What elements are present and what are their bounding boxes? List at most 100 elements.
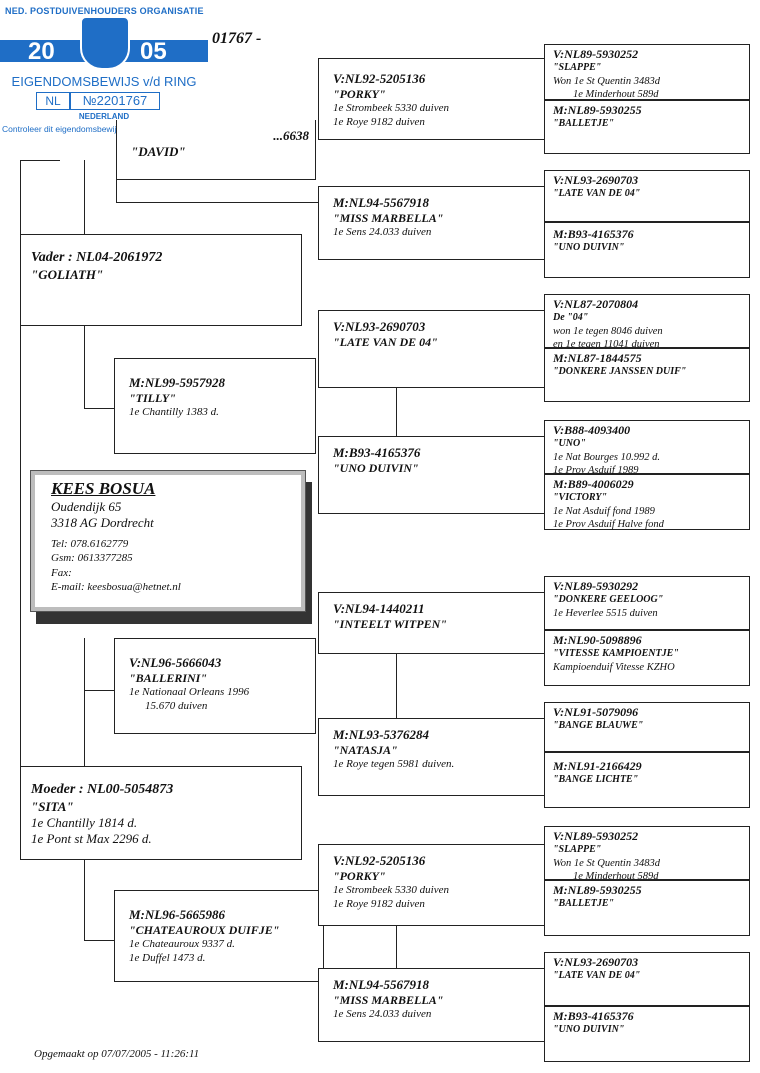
tree-line xyxy=(84,860,85,940)
ancestor-name: "UNO" xyxy=(553,438,586,449)
tree-line xyxy=(84,408,114,409)
ancestor-ring: V:NL94-1440211 xyxy=(333,601,425,616)
mother-box: Moeder : NL00-5054873 "SITA" 1e Chantill… xyxy=(20,766,302,860)
grandparent-ring: M:NL99-5957928 xyxy=(129,375,226,390)
owner-name: KEES BOSUA xyxy=(51,479,156,498)
grandparent-box: V:NL96-5666043 "BALLERINI" 1e Nationaal … xyxy=(114,638,316,734)
grandparent-name: "TILLY" xyxy=(129,391,176,406)
ancestor-name: "DONKERE GEELOOG" xyxy=(553,594,664,605)
ancestor-name: "LATE VAN DE 04" xyxy=(333,335,438,350)
owner-tel: Tel: 078.6162779 xyxy=(51,538,129,550)
ancestor-box: V:NL89-5930252 "SLAPPE" Won 1e St Quenti… xyxy=(544,826,750,882)
ancestor-box: M:NL90-5098896 "VITESSE KAMPIOENTJE" Kam… xyxy=(544,630,750,686)
ancestor-box: V:NL89-5930292 "DONKERE GEELOOG" 1e Heve… xyxy=(544,576,750,630)
ancestor-box: M:B89-4006029 "VICTORY" 1e Nat Asduif fo… xyxy=(544,474,750,530)
ancestor-box: V:NL94-1440211 "INTEELT WITPEN" xyxy=(318,592,546,654)
grandparent-line: 15.670 duiven xyxy=(145,700,208,712)
tree-line xyxy=(84,940,114,941)
ancestor-ring: V:NL89-5930252 xyxy=(553,47,639,61)
ancestor-box: M:NL91-2166429 "BANGE LICHTE" xyxy=(544,752,750,808)
tree-line xyxy=(84,638,85,766)
grandparent-ring: M:NL96-5665986 xyxy=(129,907,226,922)
sticker-org: NED. POSTDUIVENHOUDERS ORGANISATIE xyxy=(5,6,204,16)
pigeon-box: ...6638 "DAVID" xyxy=(116,120,316,180)
ancestor-name: "BANGE BLAUWE" xyxy=(553,720,644,731)
ancestor-line: 1e Strombeek 5330 duiven xyxy=(333,884,449,897)
ancestor-name: "PORKY" xyxy=(333,87,386,102)
ancestor-box: M:NL89-5930255 "BALLETJE" xyxy=(544,880,750,936)
ancestor-name: "BALLETJE" xyxy=(553,118,615,129)
ancestor-name: "DONKERE JANSSEN DUIF" xyxy=(553,366,687,377)
ancestor-ring: V:NL92-5205136 xyxy=(333,853,426,868)
ancestor-name: "NATASJA" xyxy=(333,743,398,758)
tree-line xyxy=(396,388,397,436)
ancestor-box: M:B93-4165376 "UNO DUIVIN" xyxy=(318,436,546,514)
ancestor-line: en 1e tegen 11041 duiven xyxy=(553,338,660,350)
pigeon-name: "DAVID" xyxy=(131,144,186,160)
ancestor-line: 1e Nat Bourges 10.992 d. xyxy=(553,451,660,463)
tree-line xyxy=(116,202,318,203)
grandparent-ring: V:NL96-5666043 xyxy=(129,655,222,670)
owner-street: Oudendijk 65 xyxy=(51,499,122,514)
tree-line xyxy=(84,690,114,691)
ancestor-line: 1e Prov Asduif Halve fond xyxy=(553,518,664,530)
father-name: "GOLIATH" xyxy=(31,266,104,282)
ancestor-name: De "04" xyxy=(553,312,589,323)
tree-line xyxy=(396,926,397,968)
mother-ring: Moeder : NL00-5054873 xyxy=(31,782,174,797)
ancestor-name: "MISS MARBELLA" xyxy=(333,993,444,1008)
ancestor-ring: M:NL93-5376284 xyxy=(333,727,430,742)
ancestor-box: M:NL93-5376284 "NATASJA" 1e Roye tegen 5… xyxy=(318,718,546,796)
ancestor-line: 1e Roye 9182 duiven xyxy=(333,116,425,128)
owner-gsm: Gsm: 0613377285 xyxy=(51,552,133,565)
father-box: Vader : NL04-2061972 "GOLIATH" xyxy=(20,234,302,326)
ancestor-ring: V:NL89-5930252 xyxy=(553,829,639,843)
ancestor-box: V:NL89-5930252 "SLAPPE" Won 1e St Quenti… xyxy=(544,44,750,100)
ancestor-ring: V:NL93-2690703 xyxy=(333,319,426,334)
ancestor-line: 1e Sens 24.033 duiven xyxy=(333,1008,432,1021)
ancestor-box: V:NL93-2690703 "LATE VAN DE 04" xyxy=(318,310,546,388)
ancestor-line: 1e Roye 9182 duiven xyxy=(333,898,425,910)
sticker-year-right: 05 xyxy=(140,38,167,65)
ancestor-line: 1e Strombeek 5330 duiven xyxy=(333,102,449,115)
ancestor-ring: M:NL94-5567918 xyxy=(333,195,430,210)
ancestor-line: 1e Minderhout 589d xyxy=(573,870,659,882)
ancestor-name: "VITESSE KAMPIOENTJE" xyxy=(553,648,679,659)
lion-crest-icon xyxy=(80,16,130,70)
ancestor-ring: M:B93-4165376 xyxy=(553,1009,634,1023)
ancestor-name: "VICTORY" xyxy=(553,492,608,503)
owner-card: KEES BOSUA Oudendijk 65 3318 AG Dordrech… xyxy=(30,470,306,612)
ancestor-name: "SLAPPE" xyxy=(553,62,602,73)
ancestor-ring: M:B93-4165376 xyxy=(333,445,421,460)
grandparent-line: 1e Chantilly 1383 d. xyxy=(129,406,219,419)
ancestor-line: 1e Heverlee 5515 duiven xyxy=(553,607,658,619)
ancestor-ring: V:B88-4093400 xyxy=(553,423,631,437)
mother-line: 1e Chantilly 1814 d. xyxy=(31,814,138,830)
ancestor-ring: M:NL94-5567918 xyxy=(333,977,430,992)
ancestor-name: "SLAPPE" xyxy=(553,844,602,855)
grandparent-line: 1e Duffel 1473 d. xyxy=(129,952,206,964)
footer-timestamp: Opgemaakt op 07/07/2005 - 11:26:11 xyxy=(34,1048,200,1060)
ancestor-ring: V:NL91-5079096 xyxy=(553,705,639,719)
ancestor-ring: M:NL89-5930255 xyxy=(553,103,642,117)
ancestor-box: V:NL93-2690703 "LATE VAN DE 04" xyxy=(544,170,750,222)
sticker-ring-number: №2201767 xyxy=(70,92,160,110)
mother-line: 1e Pont st Max 2296 d. xyxy=(31,831,152,846)
ancestor-line: Kampioenduif Vitesse KZHO xyxy=(553,661,675,673)
ancestor-box: M:NL89-5930255 "BALLETJE" xyxy=(544,100,750,154)
ancestor-name: "BALLETJE" xyxy=(553,898,615,909)
tree-line xyxy=(396,654,397,718)
ring-certificate-sticker: NED. POSTDUIVENHOUDERS ORGANISATIE 20 05… xyxy=(0,0,208,136)
grandparent-box: M:NL96-5665986 "CHATEAUROUX DUIFJE" 1e C… xyxy=(114,890,324,982)
ancestor-ring: M:NL90-5098896 xyxy=(553,633,642,647)
ancestor-line: 1e Nat Asduif fond 1989 xyxy=(553,505,655,517)
ancestor-ring: V:NL87-2070804 xyxy=(553,297,639,311)
owner-city: 3318 AG Dordrecht xyxy=(51,515,154,530)
grandparent-box: M:NL99-5957928 "TILLY" 1e Chantilly 1383… xyxy=(114,358,316,454)
owner-fax: Fax: xyxy=(51,566,72,579)
ancestor-name: "INTEELT WITPEN" xyxy=(333,617,447,632)
ancestor-line: Won 1e St Quentin 3483d xyxy=(553,75,660,87)
ancestor-ring: M:B93-4165376 xyxy=(553,227,634,241)
ancestor-name: "PORKY" xyxy=(333,869,386,884)
mother-name: "SITA" xyxy=(31,798,74,814)
